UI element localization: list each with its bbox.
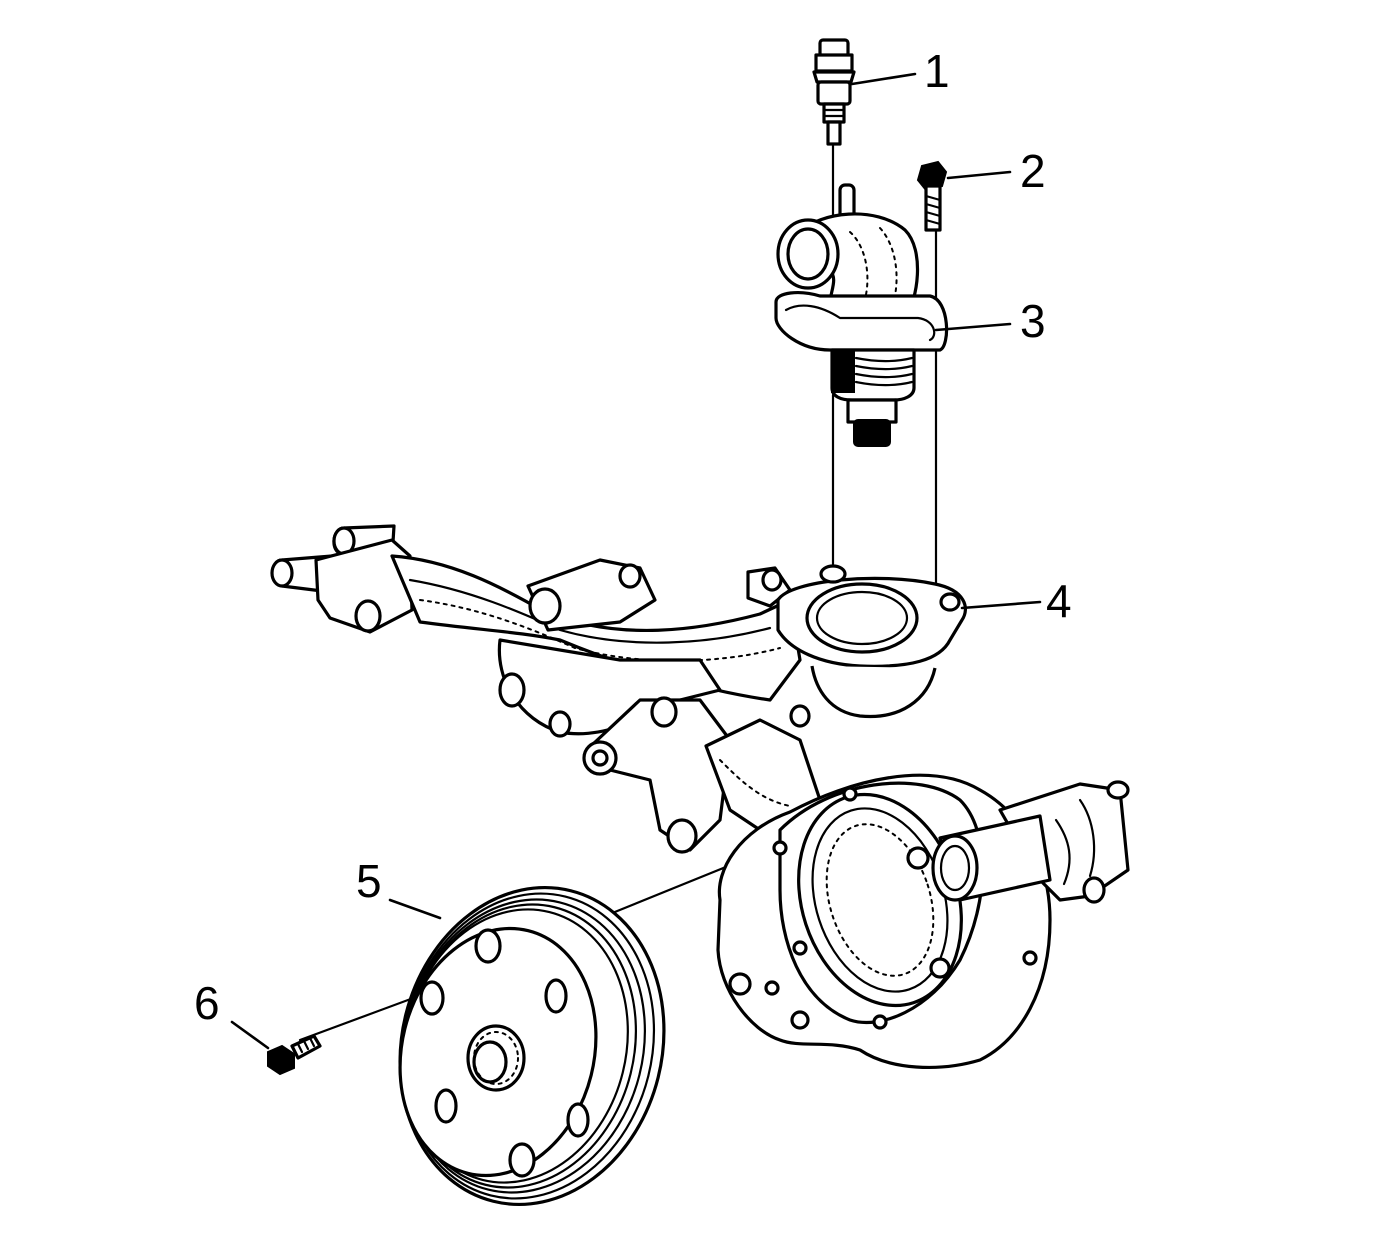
water-pump-body xyxy=(716,773,1130,1070)
thermostat-housing-bolt xyxy=(916,160,948,232)
pulley-bolt xyxy=(267,1034,322,1076)
water-pump-pulley xyxy=(398,885,666,1207)
thermostat-housing xyxy=(774,183,949,447)
leader-6 xyxy=(230,1020,270,1050)
leader-1 xyxy=(850,72,917,86)
callout-1: 1 xyxy=(924,45,950,97)
coolant-temperature-sensor xyxy=(812,38,856,146)
callout-2: 2 xyxy=(1020,145,1046,197)
water-outlet-housing xyxy=(270,524,967,854)
callout-4: 4 xyxy=(1046,575,1072,627)
leader-5 xyxy=(388,898,442,920)
leader-3 xyxy=(934,322,1012,332)
callout-6: 6 xyxy=(194,977,220,1029)
callout-5: 5 xyxy=(356,855,382,907)
leader-2 xyxy=(946,170,1012,180)
leader-4 xyxy=(960,600,1042,610)
callout-leaders xyxy=(230,72,1042,1050)
callout-3: 3 xyxy=(1020,295,1046,347)
